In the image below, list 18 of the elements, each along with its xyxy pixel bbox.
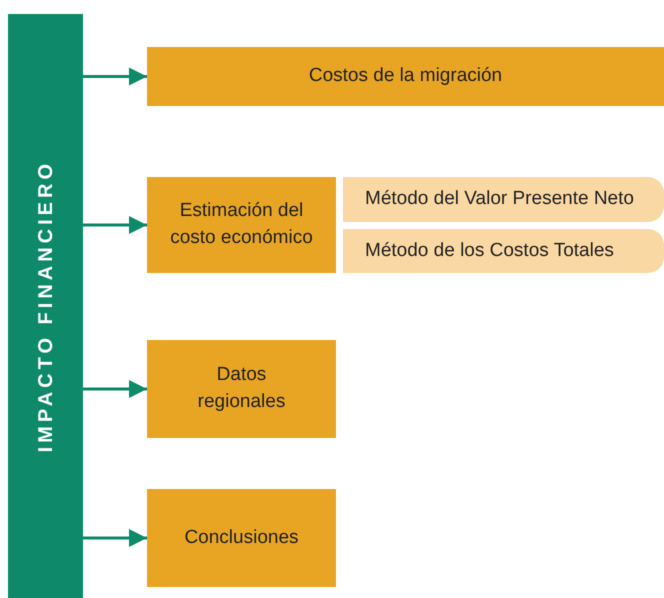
arrow — [83, 216, 147, 234]
topic-box — [147, 340, 336, 438]
side-bar — [8, 14, 83, 598]
method-label: Método del Valor Presente Neto — [365, 187, 634, 212]
topic-box — [147, 47, 664, 106]
topic-label: Conclusiones — [184, 526, 299, 550]
topic-label: Datos regionales — [196, 363, 286, 414]
vertical-heading: IMPACTO FINANCIERO — [34, 160, 58, 452]
method-tab — [343, 229, 664, 273]
topic-label: Costos de la migración — [308, 64, 502, 88]
method-label: Método de los Costos Totales — [365, 238, 614, 263]
topic-box — [147, 177, 336, 273]
arrow — [83, 68, 147, 86]
arrow — [83, 529, 147, 547]
topic-box — [147, 489, 336, 587]
arrow — [83, 380, 147, 398]
method-tab — [343, 177, 664, 222]
topic-label: Estimación del costo económico — [169, 199, 314, 250]
